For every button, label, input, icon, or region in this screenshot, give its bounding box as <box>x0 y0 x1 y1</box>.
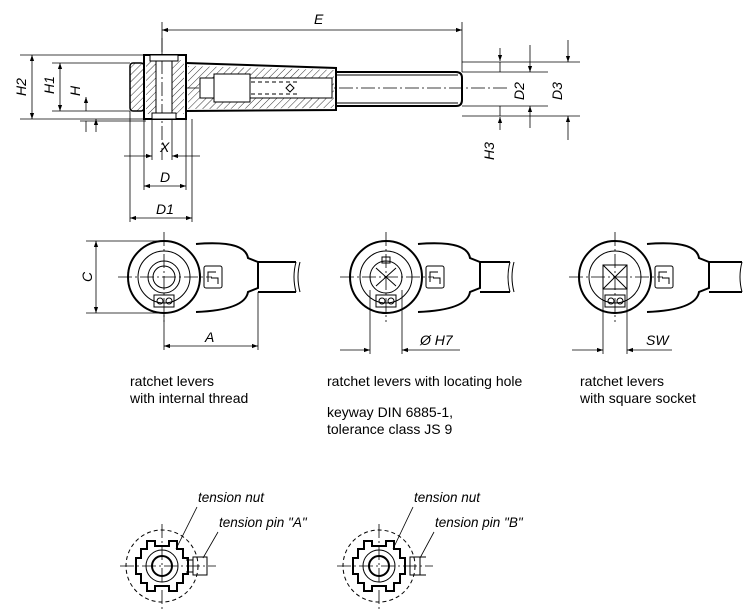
dim-label-h3: H3 <box>481 142 497 160</box>
top-view-internal-thread: C A <box>79 232 301 350</box>
dim-label-d2: D2 <box>511 82 527 100</box>
captions: ratchet levers with internal thread ratc… <box>129 373 696 437</box>
keyway-note-line2: tolerance class JS 9 <box>327 421 452 437</box>
dim-label-h2: H2 <box>13 78 29 96</box>
dim-label-x: X <box>159 139 170 155</box>
dim-label-d: D <box>160 169 170 185</box>
detail-tension-pin-a: tension nut tension pin "A" <box>120 490 308 610</box>
label-tension-pin-b: tension pin "B" <box>435 515 524 530</box>
label-tension-nut-a: tension nut <box>198 490 265 505</box>
caption-thread-line2: with internal thread <box>129 390 248 406</box>
label-tension-pin-a: tension pin "A" <box>219 515 308 530</box>
keyway-note-line1: keyway DIN 6885-1, <box>327 404 453 420</box>
side-section-view: E H2 H1 H D2 D3 H3 X D D1 <box>13 11 580 222</box>
label-tension-nut-b: tension nut <box>414 490 481 505</box>
dim-label-h1: H1 <box>41 76 57 94</box>
caption-thread-line1: ratchet levers <box>130 373 214 389</box>
dim-label-a: A <box>204 329 214 345</box>
dim-label-h7: Ø H7 <box>419 332 454 348</box>
caption-socket-line1: ratchet levers <box>580 373 664 389</box>
dim-label-d1: D1 <box>156 201 174 217</box>
caption-locating-line1: ratchet levers with locating hole <box>327 373 523 389</box>
dim-label-e: E <box>314 11 324 27</box>
detail-tension-pin-b: tension nut tension pin "B" <box>337 490 524 610</box>
dim-label-c: C <box>79 271 95 282</box>
top-view-locating-hole: Ø H7 <box>340 232 515 354</box>
dim-label-h: H <box>67 85 83 96</box>
caption-socket-line2: with square socket <box>579 390 696 406</box>
top-view-square-socket: SW <box>569 232 743 354</box>
dim-label-d3: D3 <box>549 82 565 100</box>
dim-label-sw: SW <box>646 332 670 348</box>
